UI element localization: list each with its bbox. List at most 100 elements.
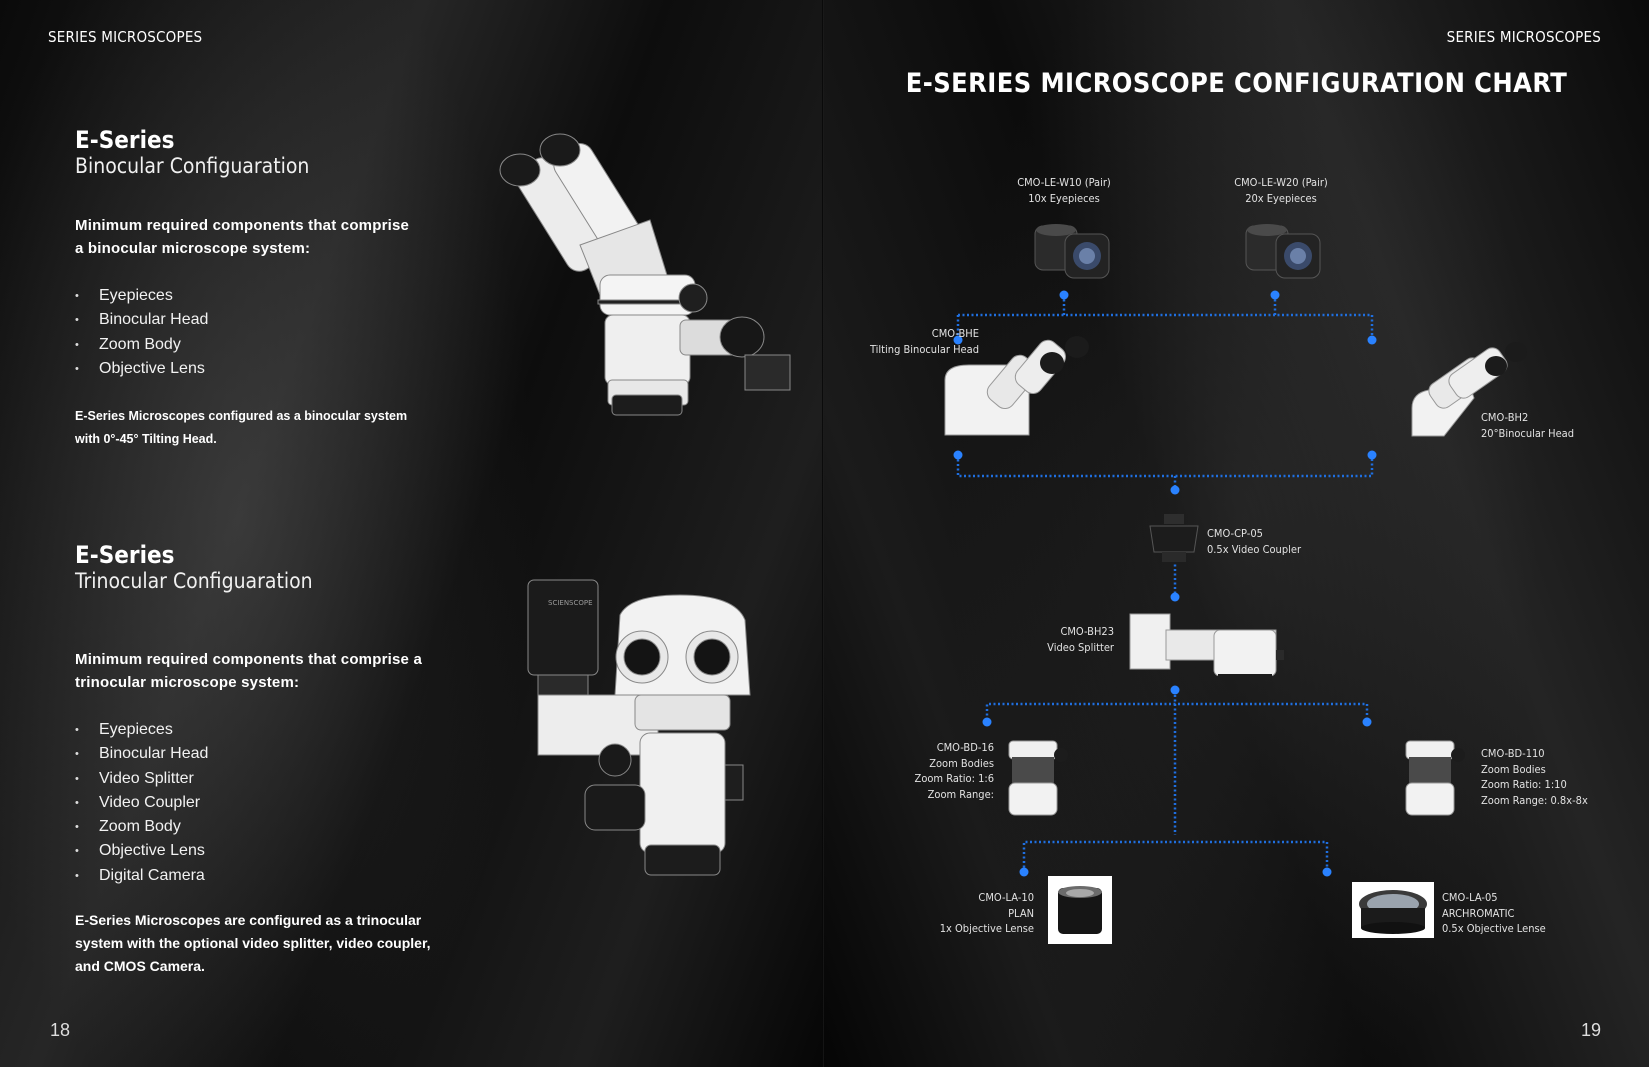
connector-line (1022, 840, 1329, 872)
binocular-subtitle: Binocular Configuaration (75, 154, 310, 178)
connector-dot (953, 450, 963, 460)
connector-lines (953, 290, 1377, 877)
component-item: Zoom Body (75, 333, 208, 357)
product-desc: Zoom Range: 0.8x-8x (1481, 793, 1588, 807)
connector-dot (953, 335, 963, 345)
lens-la10-label: CMO-LA-10 PLAN 1x Objective Lense (904, 890, 1034, 937)
connector-dot (1362, 717, 1372, 727)
connector-dot (1170, 592, 1180, 602)
connector-line (985, 702, 1369, 720)
camera-brand-text: SCIENSCOPE (548, 599, 593, 607)
connector-dot (1170, 485, 1180, 495)
connector-dot (1367, 450, 1377, 460)
binocular-components-list: Eyepieces Binocular Head Zoom Body Objec… (75, 284, 208, 381)
eyepiece-w20-image (1240, 220, 1330, 280)
component-item: Objective Lens (75, 839, 208, 863)
coupler-image (1144, 512, 1204, 564)
intro-line: Minimum required components that compris… (75, 217, 410, 234)
product-desc: Tilting Binocular Head (869, 342, 979, 356)
product-code: CMO-LE-W20 (Pair) (1234, 176, 1328, 189)
connector-dot (1059, 290, 1069, 300)
product-desc: 20x Eyepieces (1245, 191, 1317, 205)
product-code: CMO-LA-05 (1442, 891, 1498, 904)
product-code: CMO-BD-110 (1481, 747, 1545, 760)
product-code: CMO-BHE (931, 327, 979, 340)
product-desc: 1x Objective Lense (939, 922, 1034, 935)
connector-dot (1270, 290, 1280, 300)
eyepiece-w10-label: CMO-LE-W10 (Pair) 10x Eyepieces (999, 175, 1129, 206)
trinocular-note: E-Series Microscopes are configured as a… (75, 909, 435, 978)
product-desc: 10x Eyepieces (1028, 191, 1100, 205)
component-item: Eyepieces (75, 284, 208, 308)
trinocular-title: E-Series (75, 541, 175, 569)
page-header: SERIES MICROSCOPES (48, 28, 203, 46)
product-desc: Zoom Range: (927, 787, 994, 801)
product-code: CMO-BD-16 (936, 741, 994, 754)
zoom-110-image (1401, 737, 1471, 817)
product-desc: Zoom Ratio: 1:10 (1481, 778, 1567, 791)
product-code: CMO-LE-W10 (Pair) (1017, 176, 1111, 189)
left-page: SERIES MICROSCOPES E-Series Binocular Co… (0, 0, 824, 1067)
page-header: SERIES MICROSCOPES (1446, 28, 1601, 46)
page-number: 19 (1580, 1020, 1601, 1040)
component-item: Video Coupler (75, 791, 208, 815)
chart-title: E-SERIES MICROSCOPE CONFIGURATION CHART (905, 68, 1568, 99)
connector-dot (1367, 335, 1377, 345)
right-page: SERIES MICROSCOPES E-SERIES MICROSCOPE C… (824, 0, 1649, 1067)
eyepiece-w10-image (1029, 220, 1119, 280)
product-desc: Zoom Bodies (1481, 762, 1546, 776)
trinocular-microscope-image: SCIENSCOPE (520, 575, 760, 905)
intro-line: trinocular microscope system: (75, 674, 300, 691)
lens-la10-image (1048, 876, 1112, 944)
product-desc: Zoom Bodies (929, 756, 994, 770)
binocular-microscope-image (480, 125, 800, 445)
connector-line (956, 455, 1374, 478)
zoom-110-label: CMO-BD-110 Zoom Bodies Zoom Ratio: 1:10 … (1481, 746, 1631, 808)
head-bh2-image (1404, 338, 1529, 443)
product-desc: PLAN (1008, 906, 1034, 920)
product-desc: 0.5x Video Coupler (1207, 542, 1302, 556)
binocular-title: E-Series (75, 126, 175, 154)
product-code: CMO-BH2 (1481, 411, 1529, 424)
zoom-16-label: CMO-BD-16 Zoom Bodies Zoom Ratio: 1:6 Zo… (864, 740, 994, 802)
head-bhe-label: CMO-BHE Tilting Binocular Head (824, 326, 979, 357)
lens-la05-image (1352, 882, 1434, 938)
page-number: 18 (50, 1020, 71, 1040)
note-line: E-Series Microscopes are configured as a… (75, 912, 422, 928)
note-line: E-Series Microscopes configured as a bin… (75, 409, 408, 423)
trinocular-components-list: Eyepieces Binocular Head Video Splitter … (75, 718, 208, 888)
product-desc: 20°Binocular Head (1481, 426, 1575, 440)
product-code: CMO-CP-05 (1207, 527, 1263, 540)
intro-line: a binocular microscope system: (75, 240, 311, 257)
component-item: Binocular Head (75, 742, 208, 766)
head-bh2-label: CMO-BH2 20°Binocular Head (1481, 410, 1631, 441)
product-code: CMO-BH23 (1060, 625, 1114, 638)
coupler-label: CMO-CP-05 0.5x Video Coupler (1207, 526, 1357, 557)
product-desc: Zoom Ratio: 1:6 (914, 772, 994, 785)
intro-line: Minimum required components that compris… (75, 651, 422, 668)
note-line: with 0°-45° Tilting Head. (75, 432, 217, 446)
binocular-note: E-Series Microscopes configured as a bin… (75, 405, 435, 451)
trinocular-subtitle: Trinocular Configuaration (75, 569, 313, 593)
product-desc: ARCHROMATIC (1442, 906, 1515, 920)
connector-dot (1019, 867, 1029, 877)
splitter-image (1126, 610, 1286, 685)
trinocular-intro: Minimum required components that compris… (75, 648, 435, 694)
lens-la05-label: CMO-LA-05 ARCHROMATIC 0.5x Objective Len… (1442, 890, 1592, 937)
connector-dot (982, 717, 992, 727)
product-code: CMO-LA-10 (978, 891, 1034, 904)
note-line: and CMOS Camera. (75, 958, 205, 974)
connector-dot (1170, 685, 1180, 695)
head-bhe-image (939, 335, 1089, 440)
product-desc: Video Splitter (1047, 640, 1114, 654)
product-desc: 0.5x Objective Lense (1442, 922, 1546, 935)
component-item: Zoom Body (75, 815, 208, 839)
component-item: Video Splitter (75, 767, 208, 791)
component-item: Eyepieces (75, 718, 208, 742)
connector-dot (1322, 867, 1332, 877)
binocular-intro: Minimum required components that compris… (75, 214, 435, 260)
splitter-label: CMO-BH23 Video Splitter (994, 624, 1114, 655)
component-item: Objective Lens (75, 357, 208, 381)
component-item: Binocular Head (75, 308, 208, 332)
component-item: Digital Camera (75, 864, 208, 888)
